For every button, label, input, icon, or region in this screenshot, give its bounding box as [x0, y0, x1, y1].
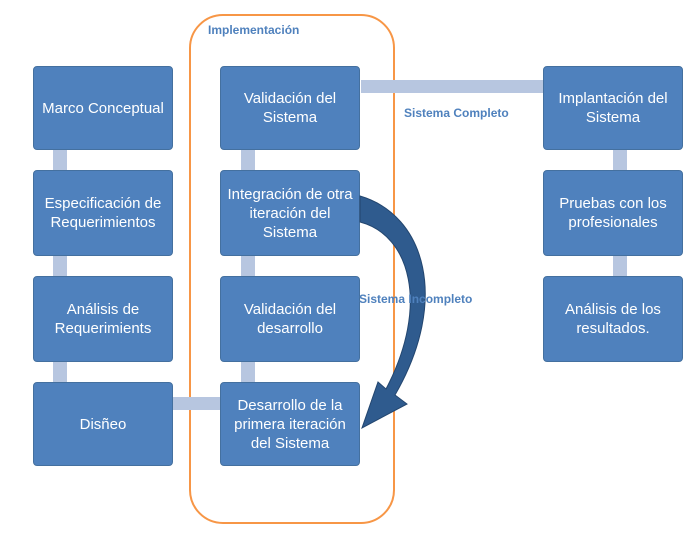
- box-implantacion-sistema: Implantación del Sistema: [543, 66, 683, 150]
- connector-diseno-desarrollo: [173, 397, 221, 410]
- box-desarrollo-primera-iteracion: Desarrollo de la primera iteración del S…: [220, 382, 360, 466]
- connector-validacion-implantacion: [361, 80, 544, 93]
- box-validacion-desarrollo: Validación del desarrollo: [220, 276, 360, 362]
- box-marco-conceptual: Marco Conceptual: [33, 66, 173, 150]
- implementation-label: Implementación: [208, 23, 300, 37]
- connector-left-2: [53, 256, 67, 276]
- curved-arrow-shape: [359, 195, 426, 430]
- connector-mid-1: [241, 150, 255, 170]
- box-integracion-iteracion: Integración de otra iteración del Sistem…: [220, 170, 360, 256]
- implementation-frame: [189, 14, 395, 524]
- box-especificacion-requerimientos: Especificación de Requerimientos: [33, 170, 173, 256]
- connector-right-2: [613, 256, 627, 276]
- connector-mid-2: [241, 256, 255, 276]
- box-pruebas-profesionales: Pruebas con los profesionales: [543, 170, 683, 256]
- connector-mid-3: [241, 362, 255, 382]
- box-analisis-requerimientos: Análisis de Requerimients: [33, 276, 173, 362]
- connector-left-1: [53, 150, 67, 170]
- connector-left-3: [53, 362, 67, 382]
- box-validacion-sistema: Validación del Sistema: [220, 66, 360, 150]
- box-diseno: Disñeo: [33, 382, 173, 466]
- box-analisis-resultados: Análisis de los resultados.: [543, 276, 683, 362]
- label-sistema-completo: Sistema Completo: [404, 106, 509, 120]
- label-sistema-incompleto: Sistema Incompleto: [359, 292, 473, 306]
- connector-right-1: [613, 150, 627, 170]
